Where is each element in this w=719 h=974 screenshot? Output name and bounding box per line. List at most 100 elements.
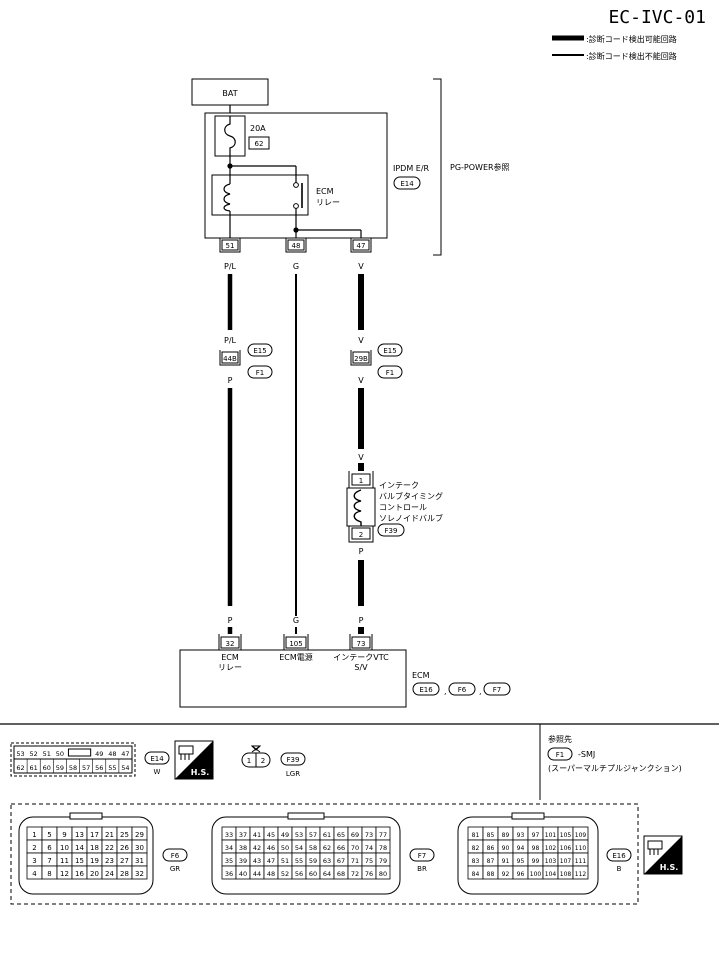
e16-name: E16 xyxy=(612,852,626,860)
solenoid-coil-icon xyxy=(353,489,362,526)
e16-pin: 88 xyxy=(487,871,495,878)
e16-pin: 83 xyxy=(472,858,480,865)
solenoid-conn-tag xyxy=(377,523,405,537)
joint-conn-tag xyxy=(247,343,273,357)
f7-pin: 64 xyxy=(323,870,331,878)
e16-pin: 89 xyxy=(502,832,510,839)
f7-pin: 39 xyxy=(239,857,247,865)
legend-thin-label: :診断コード検出不能回路 xyxy=(586,51,677,61)
e14-pin: 58 xyxy=(69,764,77,772)
f7-pin: 60 xyxy=(309,870,317,878)
e14-pin: 54 xyxy=(121,764,129,772)
f7-pin: 33 xyxy=(225,831,233,839)
joint-conn1-left: E15 xyxy=(253,347,266,355)
f7-tag xyxy=(409,848,435,862)
ecm-conn-tag xyxy=(448,682,476,696)
f7-cell xyxy=(375,865,391,880)
joint-pin-box xyxy=(352,351,370,364)
connector-e16-latch xyxy=(511,812,545,820)
f7-name: F7 xyxy=(418,852,426,860)
e14-pin: 60 xyxy=(43,764,51,772)
relay-contact xyxy=(293,182,299,188)
f6-pin: 16 xyxy=(75,870,84,878)
battery-box xyxy=(191,78,269,106)
e16-pin: 85 xyxy=(487,832,495,839)
f6-pin: 22 xyxy=(105,844,114,852)
f7-pin: 47 xyxy=(267,857,275,865)
reference-desc: (スーパーマルチプルジャンクション) xyxy=(548,764,682,773)
e14-pin: 62 xyxy=(16,764,24,772)
relay-contact xyxy=(293,203,299,209)
joint-conn2-right: F1 xyxy=(386,369,394,377)
e16-pin: 112 xyxy=(575,871,587,878)
reference-title: 参照先 xyxy=(548,734,572,744)
f7-pin: 61 xyxy=(323,831,331,839)
e16-pin: 86 xyxy=(487,845,495,852)
f7-pin: 45 xyxy=(267,831,275,839)
e14-pin: 51 xyxy=(43,750,51,758)
page-title: EC-IVC-01 xyxy=(608,7,706,28)
f7-pin: 78 xyxy=(379,844,387,852)
ecm-box xyxy=(179,649,407,708)
f7-pin: 34 xyxy=(225,844,233,852)
joint-right-color-above: V xyxy=(358,336,364,345)
e14-blank-slot xyxy=(67,748,92,757)
e16-pin: 81 xyxy=(472,832,480,839)
e16-pin: 96 xyxy=(517,871,525,878)
f6-pin: 29 xyxy=(135,831,144,839)
f7-pin: 43 xyxy=(253,857,261,865)
battery-label: BAT xyxy=(222,89,237,98)
relay-label-line1: ECM xyxy=(316,187,334,196)
f6-pin: 21 xyxy=(105,831,114,839)
e16-tag xyxy=(606,848,632,862)
f7-pin: 50 xyxy=(281,844,289,852)
solenoid-pin-box xyxy=(351,473,371,486)
solenoid-wire-above: V xyxy=(358,453,364,462)
e14-pin: 61 xyxy=(30,764,38,772)
f6-color: GR xyxy=(170,865,180,873)
f7-pin: 71 xyxy=(351,857,359,865)
f7-pin: 41 xyxy=(253,831,261,839)
f6-pin: 3 xyxy=(32,857,36,865)
ecm-pin-105: 105 xyxy=(289,640,302,648)
fuse-number-box xyxy=(248,136,270,150)
joint-right-pin: 29B xyxy=(354,355,368,363)
wire-color-label: G xyxy=(293,262,299,271)
e14-name: E14 xyxy=(150,755,164,763)
f6-pin: 26 xyxy=(120,844,129,852)
ecm-conn-e16: E16 xyxy=(419,686,433,694)
f6-pin: 7 xyxy=(47,857,51,865)
f6-pin: 13 xyxy=(75,831,84,839)
e16-pin: 110 xyxy=(575,845,587,852)
ecm-conn-sep: , xyxy=(444,687,447,696)
f7-pin: 55 xyxy=(295,857,303,865)
f7-pin: 59 xyxy=(309,857,317,865)
connector-e14-face xyxy=(10,742,136,777)
connector-f7-latch xyxy=(287,812,325,820)
f7-pin: 69 xyxy=(351,831,359,839)
f6-name: F6 xyxy=(171,852,180,860)
solenoid-label-line3: コントロール xyxy=(379,503,427,512)
relay-coil-icon xyxy=(223,183,231,212)
ecm-pin-box xyxy=(220,636,240,649)
f6-pin: 15 xyxy=(75,857,84,865)
f6-pin: 6 xyxy=(47,844,52,852)
e16-pin: 93 xyxy=(517,832,525,839)
ecm-wire-color: P xyxy=(359,616,364,625)
ipdm-pin-51: 51 xyxy=(226,242,235,250)
joint-conn-tag xyxy=(377,365,403,379)
ecm-conn-f7: F7 xyxy=(493,686,501,694)
e16-pin: 106 xyxy=(560,845,572,852)
f6-pin: 32 xyxy=(135,870,144,878)
ecm-pin-label: インテークVTC xyxy=(333,653,389,662)
f6-pin: 18 xyxy=(90,844,99,852)
f39-pin-2: 2 xyxy=(261,757,265,765)
ecm-conn-f6: F6 xyxy=(458,686,467,694)
e16-pin: 92 xyxy=(502,871,510,878)
e16-pin: 102 xyxy=(545,845,557,852)
ecm-pin-label: ECM電源 xyxy=(279,653,313,662)
joint-conn1-right: E15 xyxy=(383,347,396,355)
f7-pin: 77 xyxy=(379,831,387,839)
f39-name: F39 xyxy=(287,756,300,764)
e16-pin: 98 xyxy=(532,845,540,852)
